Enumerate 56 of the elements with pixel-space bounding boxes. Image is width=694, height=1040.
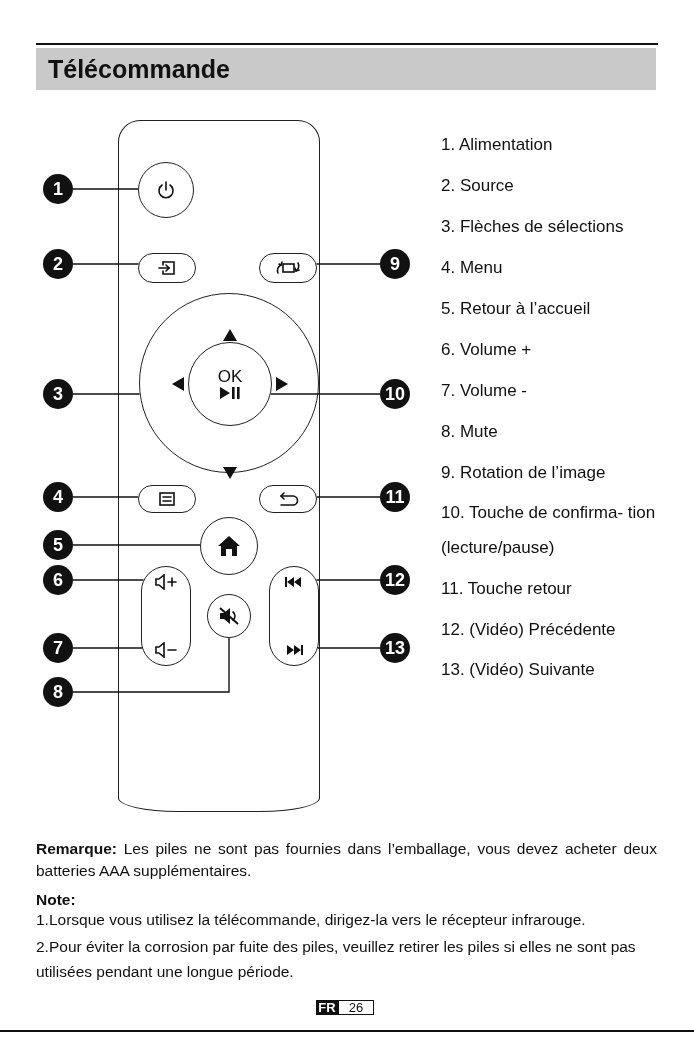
rocker-button [141,566,191,666]
leader-line [72,637,230,693]
leader-line [315,579,381,581]
legend-item-text: 3. Flèches de sélections [441,216,625,238]
legend-item-text: 2. Source [441,175,515,197]
leader-line [270,393,381,395]
legend-item-text: 7. Volume - [441,380,528,402]
pill-button [259,485,317,513]
callout-number: 13 [380,633,410,663]
legend-item-text: 4. Menu [441,257,504,279]
leader-line [72,579,145,581]
legend-item-text: 1. Alimentation [441,134,554,156]
callout-number: 7 [43,633,73,663]
legend-item-text: 11. Touche retour [441,578,573,600]
legend-item-text: 10. Touche de confirma- tion (lecture/pause) [441,502,657,559]
callout-number: 1 [43,174,73,204]
callout-number: 2 [43,249,73,279]
leader-line [316,496,381,498]
pill-button [259,253,317,283]
leader-line [315,263,381,265]
callout-number: 10 [380,379,410,409]
legend-item-text: 6. Volume + [441,339,533,361]
leader-line [72,393,141,395]
note-heading: Note: [36,890,77,910]
callout-number: 12 [380,565,410,595]
note-text: 2.Pour éviter la corrosion par fuite des piles, veuillez retirer les piles si elles ne sont pas utilisées pendant une longue période. [36,937,636,982]
callout-number: 4 [43,482,73,512]
callout-number: 9 [380,249,410,279]
callout-number: 6 [43,565,73,595]
leader-line [72,544,201,546]
remote-control-body [118,120,320,812]
page-number: 26 [338,1000,374,1015]
leader-line [72,263,140,265]
callout-number: 5 [43,530,73,560]
round-button [207,594,251,638]
title-banner: Télécommande [36,48,656,90]
rocker-button [269,566,319,666]
legend-item-text: 13. (Vidéo) Suivante [441,659,596,681]
pill-button [138,485,196,513]
page-language-tag: FR [316,1000,338,1015]
legend-item-text: 5. Retour à l’accueil [441,298,592,320]
callout-number: 11 [380,482,410,512]
leader-line [72,188,139,190]
leader-line [317,647,381,649]
pill-button [138,253,196,283]
round-button [138,162,194,218]
callout-number: 8 [43,677,73,707]
note-text: 1.Lorsque vous utilisez la télécommande, dirigez-la vers le récepteur infrarouge. [36,910,587,930]
callout-number: 3 [43,379,73,409]
legend-item-text: 8. Mute [441,421,499,443]
leader-line [72,496,139,498]
legend-item-text: 9. Rotation de l’image [441,462,607,484]
leader-line [72,647,143,649]
remark-text: Remarque: Les piles ne sont pas fournies dans l’emballage, vous devez acheter deux batteries AAA supplémentaires. [36,839,657,881]
button-label: OK [217,368,243,386]
legend-item-text: 12. (Vidéo) Précédente [441,619,617,641]
